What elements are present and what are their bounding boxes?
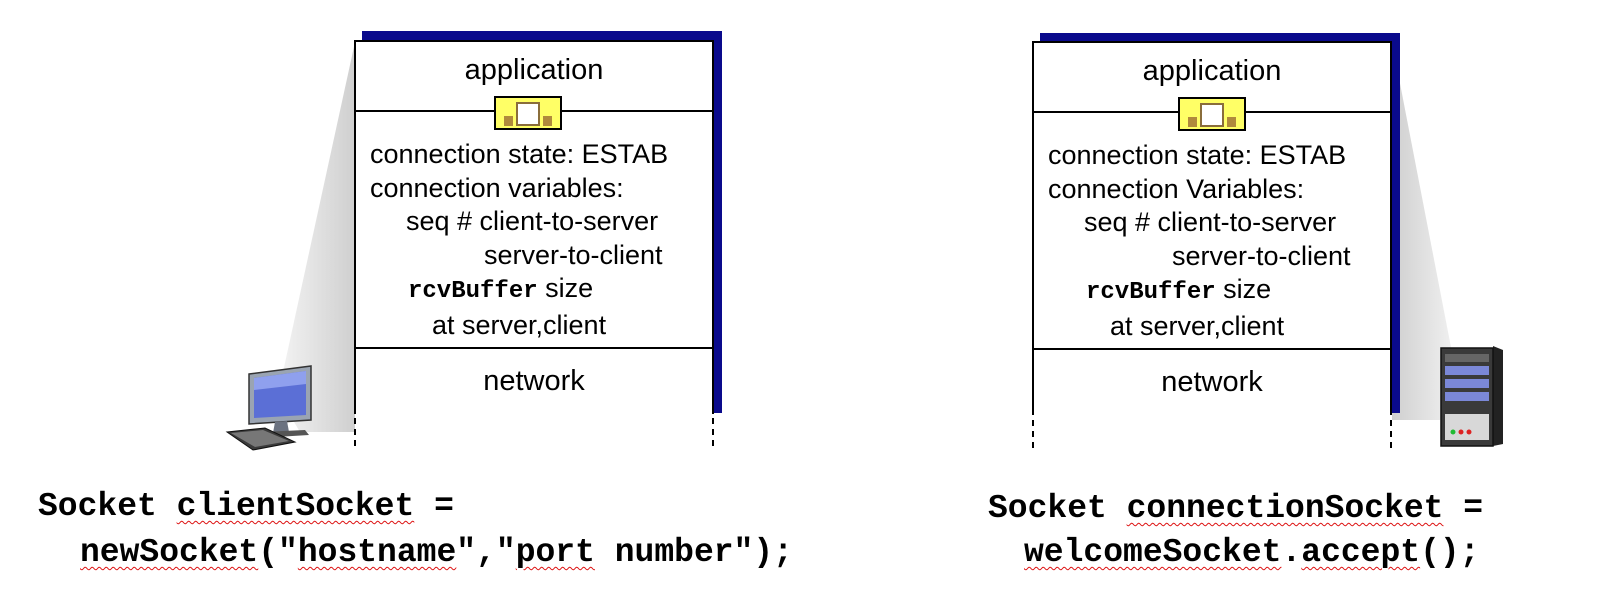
client-beam <box>278 42 355 432</box>
server-application-label: application <box>1142 55 1282 87</box>
server-network-label: network <box>1161 366 1263 398</box>
client-rcv-line: rcvBuffer size <box>370 272 668 309</box>
server-connection-info: connection state: ESTAB connection Varia… <box>1048 139 1351 343</box>
client-stack-left-edge <box>354 418 356 446</box>
server-rcv-line: rcvBuffer size <box>1048 273 1351 310</box>
client-network-layer: network <box>356 349 712 415</box>
client-code-paren: (" <box>258 534 298 571</box>
client-application-label: application <box>464 54 604 86</box>
client-protocol-stack: application connection state: ESTAB conn… <box>354 40 714 414</box>
client-vars-title: connection variables: <box>370 172 624 203</box>
client-stack-right-edge <box>712 418 714 446</box>
server-code-var: connectionSocket <box>1126 490 1444 527</box>
server-socket-icon <box>1178 97 1246 131</box>
server-code-method: accept <box>1301 534 1421 571</box>
server-beam <box>1392 42 1460 420</box>
server-code-end: (); <box>1420 534 1480 571</box>
server-state-line: connection state: ESTAB <box>1048 140 1347 170</box>
client-code-hostname: hostname <box>297 534 457 571</box>
client-network-label: network <box>483 365 585 397</box>
client-code-port: port <box>515 534 595 571</box>
client-code-assign: = <box>414 488 454 525</box>
client-rcv-size: size <box>537 273 594 303</box>
server-transport-layer: connection state: ESTAB connection Varia… <box>1034 113 1390 350</box>
client-connection-info: connection state: ESTAB connection varia… <box>370 138 668 342</box>
server-code-object: welcomeSocket <box>1024 534 1282 571</box>
server-vars-title: connection Variables: <box>1048 173 1305 204</box>
server-code-line-2: welcomeSocket.accept(); <box>1024 530 1480 576</box>
client-rcv-line2: at server,client <box>432 309 607 340</box>
desktop-computer-icon <box>225 365 312 451</box>
server-rcv-line2: at server,client <box>1110 310 1285 341</box>
server-seq-line2: server-to-client <box>1172 240 1351 271</box>
client-transport-layer: connection state: ESTAB connection varia… <box>356 112 712 349</box>
client-rcv-code: rcvBuffer <box>408 278 538 305</box>
server-stack-left-edge <box>1032 420 1034 448</box>
client-socket-icon <box>494 96 562 130</box>
client-seq-line: seq # client-to-server <box>406 206 659 236</box>
server-code-assign: = <box>1443 490 1484 527</box>
client-code-var: clientSocket <box>176 488 415 525</box>
server-rcv-code: rcvBuffer <box>1086 279 1216 306</box>
client-code-end: number"); <box>594 534 793 571</box>
server-code-line-1: Socket connectionSocket = <box>988 486 1483 532</box>
client-code-line-1: Socket clientSocket = <box>38 484 454 530</box>
client-code-comma: "," <box>456 534 516 571</box>
server-code-dot: . <box>1281 534 1302 571</box>
server-code-keyword: Socket <box>988 490 1127 527</box>
server-rcv-size: size <box>1215 274 1272 304</box>
server-network-layer: network <box>1034 350 1390 416</box>
client-code-keyword: Socket <box>38 488 177 525</box>
server-seq-line: seq # client-to-server <box>1084 207 1337 237</box>
client-seq-line2: server-to-client <box>484 239 663 270</box>
client-state-line: connection state: ESTAB <box>370 139 669 169</box>
server-stack-right-edge <box>1390 420 1392 448</box>
server-protocol-stack: application connection state: ESTAB conn… <box>1032 41 1392 415</box>
client-code-ctor: newSocket <box>80 534 259 571</box>
server-tower-icon <box>1440 346 1503 447</box>
client-code-line-2: newSocket("hostname","port number"); <box>80 530 793 576</box>
